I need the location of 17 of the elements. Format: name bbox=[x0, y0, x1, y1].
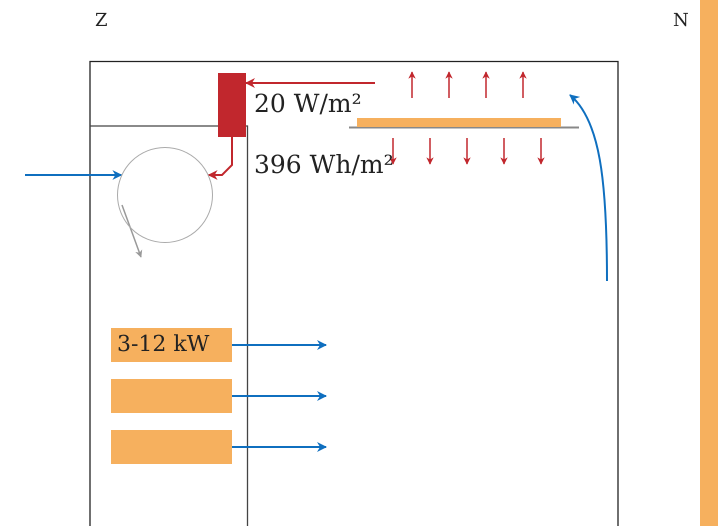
heater-block bbox=[218, 73, 246, 137]
direction-letter: N bbox=[673, 10, 689, 31]
direction-letter: Z bbox=[95, 10, 108, 31]
arrow bbox=[232, 391, 327, 401]
wall-band bbox=[700, 0, 718, 526]
arrow bbox=[232, 340, 327, 350]
heater-bar bbox=[111, 430, 232, 464]
circulation-circle bbox=[117, 147, 213, 243]
arrow bbox=[25, 170, 122, 180]
energy-label: 396 Wh/m² bbox=[254, 150, 394, 179]
arrow bbox=[232, 442, 327, 452]
arrow bbox=[208, 137, 233, 180]
power-label: 20 W/m² bbox=[254, 89, 362, 118]
heater-bar bbox=[111, 379, 232, 413]
arrow bbox=[245, 78, 375, 88]
heater-box: 3-12 kW bbox=[111, 328, 232, 362]
heating-panel bbox=[357, 118, 561, 127]
